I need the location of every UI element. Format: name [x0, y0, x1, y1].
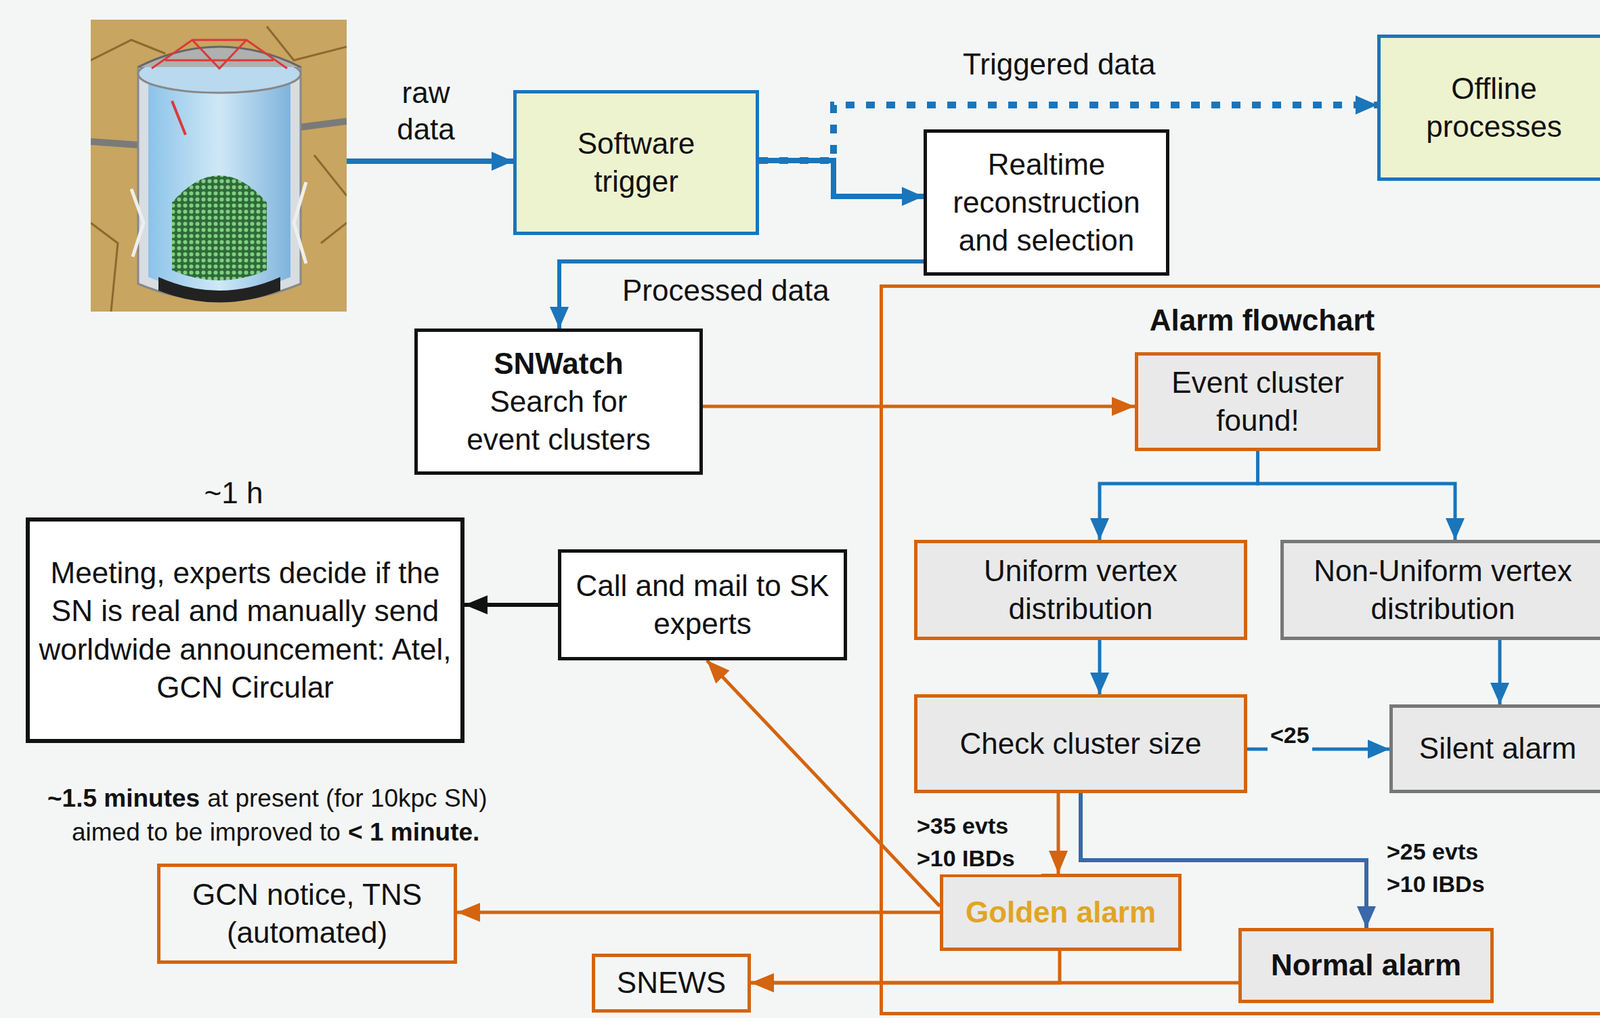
node-text: Software trigger [534, 124, 739, 202]
connector [559, 261, 924, 329]
output-box: GCN notice, TNS (automated) [157, 863, 458, 964]
note-span: aimed to be improved to [71, 817, 341, 846]
edge-label: Processed data [619, 273, 833, 308]
process-box: Realtime reconstruction and selection [923, 129, 1170, 276]
connector [1099, 450, 1259, 540]
node-text: GCN notice, TNS (automated) [178, 875, 437, 953]
connector [1258, 450, 1456, 540]
process-box: SNWatchSearch for event clusters [414, 328, 703, 475]
node-text: SNEWS [616, 963, 726, 1002]
connector [706, 660, 940, 906]
note-text: aimed to be improved to [71, 817, 341, 846]
node-text: Search for event clusters [457, 382, 661, 460]
connector [750, 981, 1239, 985]
alarm-step-box: Non-Uniform vertex distribution [1280, 539, 1600, 640]
connector [464, 602, 558, 607]
note-span: ~1.5 minutes [47, 784, 200, 812]
node-text: Alarm flowchart [882, 301, 1600, 340]
meeting-box: ~1 hMeeting, experts decide if the SN is… [25, 517, 465, 743]
node-text: SNWatch [493, 344, 624, 383]
process-box: Call and mail to SK experts [557, 549, 848, 661]
edge-label: <25 [1267, 719, 1313, 752]
connector [457, 910, 940, 915]
alarm-step-box: Event cluster found! [1134, 352, 1381, 451]
node-text: Offline processes [1392, 69, 1596, 147]
node-text: Check cluster size [959, 724, 1202, 763]
decision-box: Check cluster size [914, 694, 1248, 793]
alarm-box: Silent alarm [1389, 704, 1600, 793]
alarm-box: Normal alarm [1238, 927, 1494, 1003]
note-span: < 1 minute. [348, 817, 480, 846]
connector [702, 404, 1135, 409]
edge-label: Triggered data [960, 47, 1159, 82]
connector [1056, 792, 1061, 874]
connector [1098, 639, 1102, 695]
connector [750, 950, 1060, 983]
node-text: Meeting, experts decide if the SN is rea… [38, 553, 452, 707]
alarm-step-box: Uniform vertex distribution [914, 539, 1248, 640]
process-box: Offline processes [1377, 34, 1600, 181]
alarm-box: Golden alarm [939, 873, 1182, 951]
detector-illustration [90, 19, 347, 312]
note-text: ~1.5 minutes [47, 784, 200, 812]
node-text: Non-Uniform vertex distribution [1293, 551, 1592, 629]
connector [759, 160, 924, 197]
signal-label: raw data [379, 74, 473, 147]
node-text: ~1 h [29, 473, 438, 512]
node-text: Realtime reconstruction and selection [945, 145, 1149, 261]
node-text: Event cluster found! [1156, 363, 1360, 441]
flowchart-frame: Alarm flowchartEvent cluster found! Unifo… [879, 284, 1600, 1015]
node-text: Call and mail to SK experts [574, 566, 832, 644]
connector [1498, 639, 1502, 705]
node-text: Silent alarm [1419, 729, 1577, 768]
note-span: at present (for 10kpc SN) [207, 784, 487, 812]
edge-label: >25 evts >10 IBDs [1384, 835, 1512, 900]
edge-label: >35 evts >10 IBDs [914, 809, 1042, 875]
timing-note: aimed to be improved to< 1 minute. [71, 817, 487, 847]
raw-data-arrow [346, 158, 514, 164]
timing-note: ~1.5 minutesat present (for 10kpc SN) [47, 784, 495, 813]
note-text: < 1 minute. [348, 817, 480, 846]
node-text: Uniform vertex distribution [945, 551, 1217, 629]
process-box: Software trigger [513, 90, 760, 235]
node-text: Normal alarm [1270, 945, 1462, 984]
node-text: Golden alarm [965, 893, 1156, 932]
note-text: at present (for 10kpc SN) [207, 784, 487, 812]
output-box: SNEWS [591, 953, 751, 1013]
